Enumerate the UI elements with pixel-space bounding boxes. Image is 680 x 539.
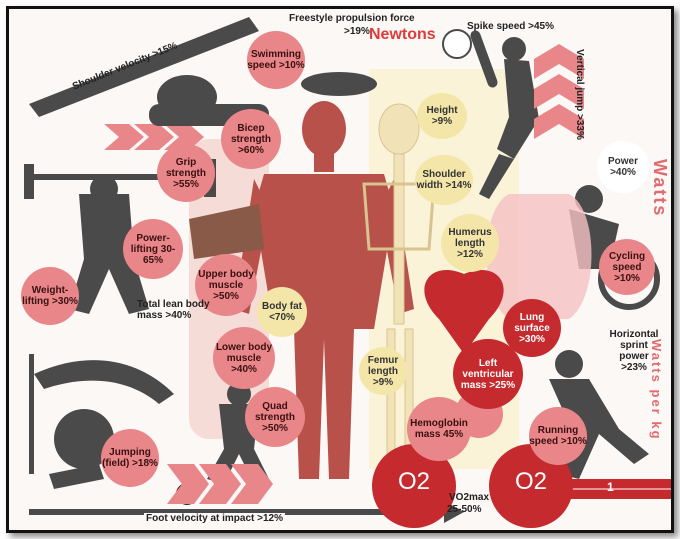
femur-length-bubble: Femur length >9% bbox=[359, 347, 407, 395]
power-bubble: Power >40% bbox=[597, 141, 649, 193]
skeleton-figure bbox=[362, 103, 436, 460]
lungs-shape bbox=[486, 194, 592, 319]
total-lean-label: Total lean body mass >40% bbox=[137, 299, 210, 321]
cycling-speed-bubble: Cycling speed >10% bbox=[599, 239, 655, 295]
chevron-vertical bbox=[534, 44, 584, 139]
o2-right-text: O2 bbox=[514, 468, 547, 495]
foot-velocity-bar bbox=[29, 509, 449, 515]
jumping-field-bubble: Jumping (field) >18% bbox=[101, 429, 159, 487]
weightlifting-bubble: Weight-lifting >30% bbox=[21, 267, 79, 325]
newtons-label: Newtons bbox=[369, 26, 436, 43]
o2-right-disc bbox=[489, 444, 573, 528]
freestyle-title: Freestyle propulsion force bbox=[289, 13, 415, 24]
high-jumper-silhouette bbox=[29, 354, 174, 489]
chevron-bottom bbox=[167, 464, 273, 504]
watts-label: Watts bbox=[650, 159, 670, 218]
vo2-value: 25-50% bbox=[447, 504, 482, 515]
lower-body-muscle-bubble: Lower body muscle >40% bbox=[213, 327, 275, 389]
body-fat-bubble: Body fat <70% bbox=[257, 287, 307, 337]
chevron-top-left bbox=[104, 124, 204, 150]
flexed-arm bbox=[189, 204, 264, 259]
volleyball-silhouette bbox=[470, 30, 539, 199]
quad-strength-bubble: Quad strength >50% bbox=[245, 387, 305, 447]
shoulder-velocity-arrow bbox=[29, 17, 259, 117]
powerlifting-bubble: Power-lifting 30-65% bbox=[123, 219, 183, 279]
lung-surface-bubble: Lung surface >30% bbox=[503, 299, 561, 357]
infographic-frame: Shoulder velocity >15% Freestyle propuls… bbox=[6, 6, 674, 533]
track-lane-number: 1 bbox=[607, 480, 614, 494]
shoulder-width-bubble: Shoulder width >14% bbox=[415, 155, 473, 205]
freestyle-value: >19% bbox=[344, 26, 370, 37]
running-speed-bubble: Running speed >10% bbox=[529, 407, 587, 465]
upper-body-muscle-bubble: Upper body muscle >50% bbox=[195, 254, 257, 316]
horizontal-sprint-label: Horizontal sprint power >23% bbox=[609, 329, 659, 373]
vertical-jump-label: Vertical jump >33% bbox=[574, 49, 585, 140]
left-ventricular-bubble: Left ventricular mass >25% bbox=[453, 339, 523, 409]
o2-left-text: O2 bbox=[397, 468, 430, 495]
bicep-strength-bubble: Bicep strength >60% bbox=[221, 109, 281, 169]
hemoglobin-bubble: Hemoglobin mass 45% bbox=[407, 397, 471, 461]
humerus-length-bubble: Humerus length >12% bbox=[441, 214, 499, 272]
vo2-label: VO2max bbox=[449, 492, 490, 503]
o2-left-disc bbox=[372, 444, 456, 528]
watts-per-kg-label: Watts per kg bbox=[649, 339, 664, 441]
spike-speed-label: Spike speed >45% bbox=[467, 21, 554, 32]
height-bubble: Height >9% bbox=[417, 93, 467, 139]
grip-strength-bubble: Grip strength >55% bbox=[157, 144, 215, 202]
swimming-speed-bubble: Swimming speed >10% bbox=[247, 31, 305, 89]
heart-shape bbox=[424, 270, 504, 354]
volleyball-icon bbox=[442, 29, 472, 59]
foot-velocity-label: Foot velocity at impact >12% bbox=[144, 513, 285, 524]
